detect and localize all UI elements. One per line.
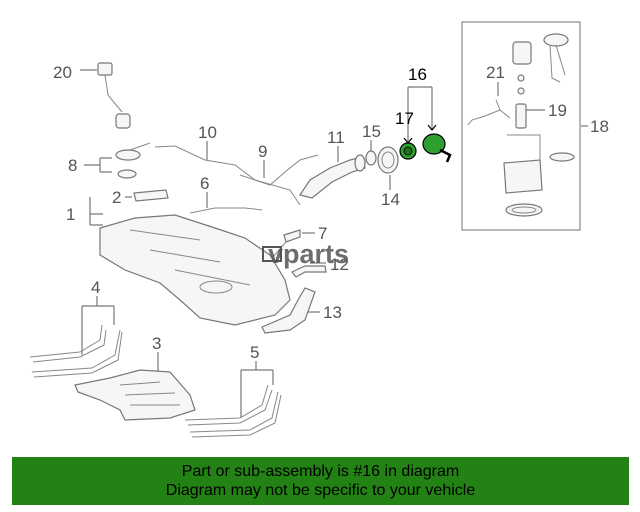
part-19-fuel-pump[interactable]	[515, 74, 545, 129]
footer-line-2: Diagram may not be specific to your vehi…	[165, 482, 476, 499]
callout-15: 15	[362, 122, 381, 141]
part-10-fuel-line[interactable]	[154, 141, 301, 206]
part-6-fuel-line[interactable]	[189, 192, 263, 214]
callout-10: 10	[198, 123, 217, 142]
callout-16: 16	[408, 65, 427, 84]
part-5-straps[interactable]	[184, 361, 282, 438]
callout-11: 11	[327, 128, 345, 147]
callout-8: 8	[68, 156, 77, 175]
callout-12: 12	[330, 255, 349, 274]
part-7-hose[interactable]	[271, 229, 315, 259]
fuel-pump-subassembly-box	[461, 21, 581, 231]
callout-18: 18	[590, 117, 609, 136]
part-1-fuel-tank[interactable]	[89, 197, 291, 326]
part-16-filler-cap[interactable]	[422, 133, 452, 163]
callout-14: 14	[381, 190, 400, 209]
part-21-sender-gauge[interactable]	[467, 82, 511, 126]
callout-2: 2	[112, 188, 121, 207]
vparts-watermark: vparts	[262, 239, 349, 269]
callout-numbers: 20 10 8 9 11 15 16 17 14 2 6 1 7 12 13 4…	[53, 63, 609, 362]
callout-5: 5	[250, 343, 259, 362]
part-2-gasket[interactable]	[125, 189, 169, 202]
part-20-fuel-sender[interactable]	[80, 62, 131, 129]
callout-4: 4	[91, 278, 100, 297]
callout-13: 13	[323, 303, 342, 322]
part-14-ring[interactable]	[377, 146, 399, 190]
callout-20: 20	[53, 63, 72, 82]
part-12-bracket[interactable]	[291, 262, 327, 278]
callout-17: 17	[395, 109, 414, 128]
callout-3: 3	[152, 334, 161, 353]
callout-19: 19	[548, 101, 567, 120]
callout-7: 7	[318, 224, 327, 243]
callout-21: 21	[486, 63, 505, 82]
watermark-text: vparts	[268, 239, 349, 269]
parts-diagram: 20 10 8 9 11 15 16 17 14 2 6 1 7 12 13 4…	[29, 21, 609, 438]
part-8-clamp[interactable]	[84, 142, 151, 179]
part-17-lock-ring[interactable]	[399, 142, 417, 160]
callout-9: 9	[258, 142, 267, 161]
part-15-gasket[interactable]	[365, 140, 377, 166]
footer-line-1: Part or sub-assembly is #16 in diagram	[181, 463, 460, 480]
part-4-straps[interactable]	[29, 296, 123, 378]
part-11-filler-pipe[interactable]	[299, 146, 366, 199]
fuel-pump-housing	[503, 33, 575, 217]
callout-6: 6	[200, 174, 209, 193]
part-9-fuel-line[interactable]	[239, 154, 319, 186]
callout-1: 1	[66, 205, 75, 224]
part-13-bracket[interactable]	[261, 287, 320, 334]
footer-banner: Part or sub-assembly is #16 in diagram D…	[12, 457, 629, 505]
part-3-heat-shield[interactable]	[74, 352, 196, 421]
